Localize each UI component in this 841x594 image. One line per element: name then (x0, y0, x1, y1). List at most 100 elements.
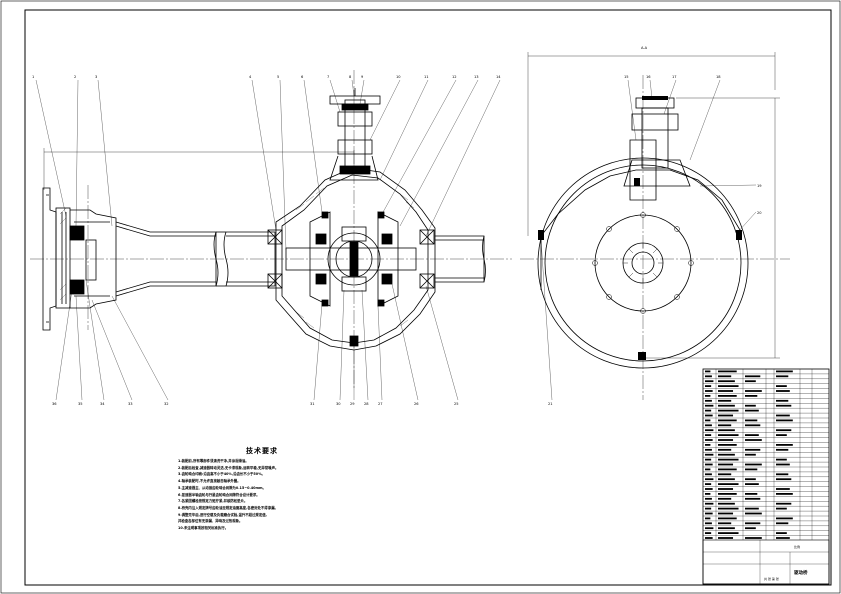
parts-cell-mark (776, 488, 790, 490)
svg-text:13: 13 (474, 75, 479, 79)
parts-cell-mark (745, 537, 762, 539)
parts-cell-mark (705, 414, 713, 417)
parts-cell-mark (718, 404, 735, 407)
parts-cell-mark (718, 370, 737, 373)
svg-text:3: 3 (95, 75, 97, 79)
parts-cell-mark (705, 483, 712, 485)
svg-text:5: 5 (277, 75, 279, 79)
parts-cell-mark (745, 419, 758, 422)
side-view-bolt-circle (592, 212, 694, 314)
note-line: 6.差速器半轴齿轮与行星齿轮啮合间隙符合设计要求。 (178, 492, 260, 497)
svg-text:21: 21 (548, 402, 553, 406)
notes-title: 技术要求 (246, 447, 278, 455)
parts-cell-mark (705, 497, 712, 500)
parts-cell-mark (718, 429, 735, 432)
parts-cell-mark (776, 414, 790, 417)
parts-cell-mark (745, 375, 761, 378)
svg-text:14: 14 (496, 75, 501, 79)
parts-cell-mark (718, 395, 737, 397)
svg-text:18: 18 (716, 75, 721, 79)
svg-text:36: 36 (52, 402, 57, 406)
parts-cell-mark (718, 463, 734, 466)
parts-cell-mark (718, 424, 732, 427)
svg-text:20: 20 (757, 211, 762, 215)
parts-cell-mark (776, 522, 789, 525)
parts-cell-mark (705, 522, 712, 525)
svg-text:31: 31 (310, 402, 315, 406)
svg-text:6: 6 (301, 75, 304, 79)
note-line: 1.装配前,所有零部件须清洗干净,并涂润滑油。 (178, 459, 249, 463)
parts-cell-mark (705, 448, 712, 451)
parts-cell-mark (705, 512, 713, 515)
centerlines (30, 70, 790, 400)
technical-notes: 1.装配前,所有零部件须清洗干净,并涂润滑油。 2.装配后检查,减速器转动灵活,无… (178, 458, 438, 532)
parts-cell-mark (718, 448, 732, 451)
parts-cell-mark (776, 444, 793, 446)
note-line: 7.各紧固螺栓按规定力矩拧紧,并装防松垫片。 (178, 499, 248, 504)
parts-cell-mark (776, 537, 790, 539)
svg-text:26: 26 (414, 402, 419, 406)
parts-cell-mark (718, 507, 739, 510)
parts-cell-mark (705, 517, 711, 520)
parts-cell-mark (776, 448, 789, 451)
parts-cell-mark (776, 390, 790, 392)
parts-cell-mark (776, 478, 792, 481)
note-line: 并检查各部位有无渗漏、异响及过热现象。 (178, 519, 243, 524)
parts-cell-mark (745, 468, 758, 471)
parts-cell-mark (745, 527, 756, 530)
parts-cell-mark (705, 390, 713, 392)
parts-cell-mark (705, 473, 712, 476)
side-view-teeth (623, 243, 663, 283)
parts-cell-mark (745, 522, 761, 525)
parts-cell-mark (705, 453, 714, 456)
svg-text:1: 1 (32, 75, 34, 79)
svg-text:35: 35 (78, 402, 83, 406)
parts-cell-mark (705, 439, 713, 441)
note-line: 3.齿轮啮合印痕:沿齿高不小于40%,沿齿长不小于50%。 (178, 472, 265, 477)
parts-cell-mark (776, 429, 792, 432)
dimension-main (43, 148, 355, 190)
parts-cell-mark (745, 512, 762, 515)
parts-cell-mark (776, 493, 793, 495)
svg-text:28: 28 (364, 402, 369, 406)
parts-cell-mark (705, 488, 713, 490)
parts-cell-mark (776, 419, 793, 422)
parts-cell-mark (718, 522, 732, 525)
parts-cell-mark (705, 527, 714, 530)
leaders-main (35, 79, 501, 401)
parts-cell-mark (705, 507, 712, 510)
parts-cell-mark (776, 434, 787, 436)
svg-text:2: 2 (74, 75, 76, 79)
note-line: 10.未注明事项按相关标准执行。 (178, 526, 229, 531)
dimension-side (527, 52, 780, 359)
parts-cell-mark (745, 493, 758, 495)
note-line: 2.装配后检查,减速器转动灵活,无卡滞现象,运转平稳,无异常噪声。 (178, 465, 279, 470)
parts-cell-mark (745, 497, 761, 500)
parts-cell-mark (705, 537, 713, 539)
parts-cell-mark (705, 395, 711, 397)
parts-cell-mark (776, 404, 792, 407)
parts-cell-mark (718, 444, 737, 446)
leaders-side (540, 79, 757, 401)
callout-labels: 1 2 3 4 5 6 7 8 9 10 11 12 13 14 15 16 1… (32, 46, 762, 406)
scale-label: 比例 (794, 544, 800, 549)
parts-cell-mark (776, 532, 787, 534)
svg-text:19: 19 (757, 184, 762, 188)
sheet-label: 共 张 第 张 (764, 576, 779, 581)
parts-list (702, 368, 830, 585)
parts-cell-mark (745, 448, 761, 451)
parts-cell-mark (745, 395, 758, 397)
parts-cell-mark (745, 404, 756, 407)
parts-cell-mark (718, 414, 734, 417)
parts-cell-mark (705, 419, 711, 422)
parts-cell-mark (718, 419, 737, 422)
svg-text:9: 9 (361, 75, 364, 79)
svg-text:27: 27 (378, 402, 383, 406)
main-section-view (42, 88, 486, 351)
svg-text:10: 10 (396, 75, 401, 79)
parts-cell-mark (718, 390, 734, 392)
svg-text:7: 7 (327, 75, 329, 79)
parts-cell-mark (745, 478, 756, 481)
